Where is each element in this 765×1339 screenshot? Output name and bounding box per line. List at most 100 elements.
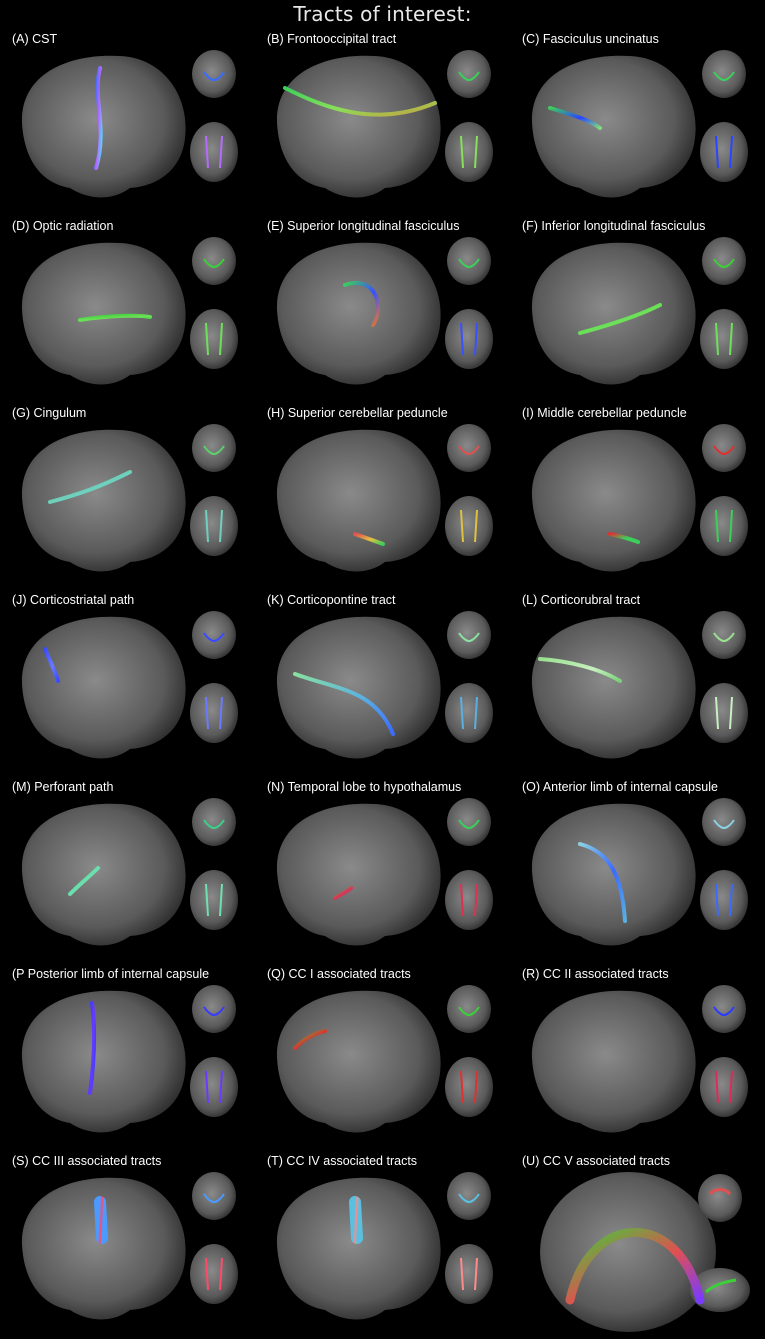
tract-coronal	[458, 1193, 480, 1203]
brain-rendering	[276, 985, 493, 1133]
brain-coronal-thumb	[192, 50, 236, 98]
figure-panel: (R) CC II associated tracts	[510, 963, 765, 1150]
panel-label: (O) Anterior limb of internal capsule	[522, 780, 718, 794]
tract-axial	[715, 1070, 733, 1104]
panel-label: (S) CC III associated tracts	[12, 1154, 162, 1168]
brain-axial-thumb	[190, 870, 238, 930]
brain-rendering	[21, 1172, 238, 1320]
panel-label: (M) Perforant path	[12, 780, 114, 794]
tract-main	[578, 303, 662, 335]
tract-main	[43, 647, 60, 683]
brain-axial-thumb	[190, 1244, 238, 1304]
tract-main	[548, 106, 602, 130]
tract-axial	[715, 135, 733, 169]
brain-coronal-thumb	[447, 611, 491, 659]
brain-coronal-thumb	[702, 798, 746, 846]
tract-main	[333, 886, 353, 900]
brain-coronal-thumb	[447, 798, 491, 846]
panel-label: (C) Fasciculus uncinatus	[522, 32, 659, 46]
tract-coronal	[203, 632, 225, 642]
tract-coronal	[203, 819, 225, 829]
tract-axial	[205, 509, 223, 543]
figure-panel: (O) Anterior limb of internal capsule	[510, 776, 765, 963]
brain-sagittal	[531, 990, 696, 1133]
brain-coronal-thumb	[192, 611, 236, 659]
panel-label: (N) Temporal lobe to hypothalamus	[267, 780, 462, 794]
brain-coronal-thumb	[192, 237, 236, 285]
brain-axial-thumb	[700, 496, 748, 556]
tract-axial	[205, 135, 223, 169]
tract-axial	[715, 883, 733, 917]
brain-axial-thumb	[445, 1244, 493, 1304]
figure-panel: (U) CC V associated tracts	[510, 1150, 765, 1337]
tract-coronal	[203, 1193, 225, 1203]
tract-main	[78, 313, 152, 322]
brain-rendering	[531, 50, 748, 198]
brain-rendering	[531, 424, 748, 572]
tract-main	[538, 657, 622, 683]
tract-main	[565, 1228, 705, 1305]
tract-coronal	[713, 258, 735, 268]
tract-main	[578, 842, 627, 923]
brain-axial-thumb	[190, 122, 238, 182]
tract-main	[88, 1001, 97, 1095]
tract-coronal	[203, 258, 225, 268]
brain-sagittal	[276, 242, 441, 385]
brain-sagittal	[531, 429, 696, 572]
tract-axial	[460, 696, 478, 730]
figure-panel: (E) Superior longitudinal fasciculus	[255, 215, 510, 402]
figure-panel: (Q) CC I associated tracts	[255, 963, 510, 1150]
brain-coronal-thumb	[192, 1172, 236, 1220]
tract-main	[48, 470, 132, 504]
brain-rendering	[531, 985, 748, 1133]
brain-rendering	[531, 798, 748, 946]
figure-grid: (A) CST(B) Frontooccipital tract(C) Fasc…	[0, 28, 765, 1339]
brain-sagittal	[21, 242, 186, 385]
tract-main	[293, 1029, 327, 1050]
panel-label: (R) CC II associated tracts	[522, 967, 669, 981]
brain-axial-thumb	[190, 309, 238, 369]
figure-panel: (H) Superior cerebellar peduncle	[255, 402, 510, 589]
brain-sagittal	[21, 55, 186, 198]
tract-coronal	[708, 1188, 732, 1196]
brain-rendering	[21, 237, 238, 385]
panel-label: (P Posterior limb of internal capsule	[12, 967, 210, 981]
brain-axial-thumb	[190, 1057, 238, 1117]
brain-axial-thumb	[700, 870, 748, 930]
brain-coronal-thumb	[702, 985, 746, 1033]
brain-sagittal	[531, 616, 696, 759]
brain-sagittal	[21, 1177, 186, 1320]
figure-panel: (J) Corticostriatal path	[0, 589, 255, 776]
panel-label: (K) Corticopontine tract	[267, 593, 396, 607]
figure-panel: (N) Temporal lobe to hypothalamus	[255, 776, 510, 963]
figure-panel: (I) Middle cerebellar peduncle	[510, 402, 765, 589]
brain-rendering	[21, 798, 238, 946]
brain-rendering	[531, 237, 748, 385]
brain-sagittal	[21, 990, 186, 1133]
figure-title: Tracts of interest:	[293, 2, 472, 26]
tract-axial	[205, 1070, 223, 1104]
tract-coronal	[458, 1006, 480, 1016]
tract-main	[68, 866, 100, 896]
brain-coronal-thumb	[192, 985, 236, 1033]
brain-rendering	[21, 611, 238, 759]
figure-panel: (M) Perforant path	[0, 776, 255, 963]
panel-label: (T) CC IV associated tracts	[267, 1154, 418, 1168]
brain-rendering	[276, 50, 493, 198]
brain-rendering	[531, 611, 748, 759]
brain-axial-thumb	[700, 122, 748, 182]
tract-coronal	[458, 445, 480, 455]
tract-coronal	[203, 71, 225, 81]
panel-label: (H) Superior cerebellar peduncle	[267, 406, 448, 420]
panel-label: (Q) CC I associated tracts	[267, 967, 411, 981]
tract-coronal	[458, 819, 480, 829]
brain-rendering	[21, 985, 238, 1133]
brain-sagittal	[276, 803, 441, 946]
brain-axial-thumb	[190, 683, 238, 743]
brain-axial-thumb	[190, 496, 238, 556]
tract-coronal	[203, 445, 225, 455]
panel-label: (E) Superior longitudinal fasciculus	[267, 219, 460, 233]
panel-label: (G) Cingulum	[12, 406, 87, 420]
figure-panel: (B) Frontooccipital tract	[255, 28, 510, 215]
brain-sagittal	[276, 55, 441, 198]
